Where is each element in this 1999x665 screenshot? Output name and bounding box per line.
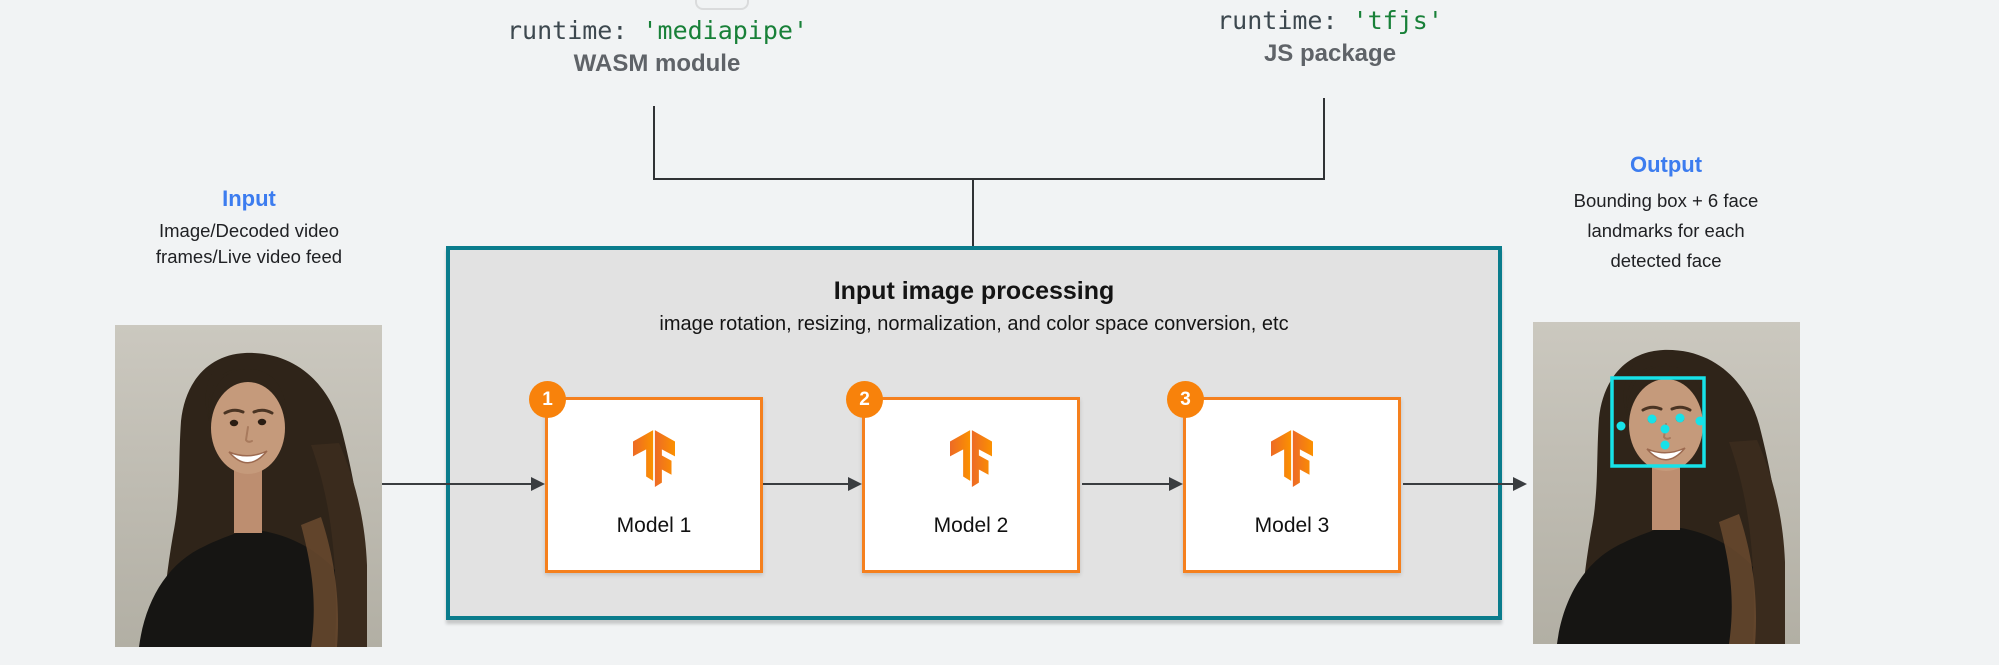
- connector-horizontal-line: [653, 178, 1325, 180]
- output-photo: [1533, 322, 1800, 644]
- arrowhead-model2-to-model3: [1169, 477, 1183, 491]
- model-3-label: Model 3: [1254, 514, 1330, 537]
- arrow-input-to-model1: [382, 483, 532, 485]
- code-value-mediapipe: 'mediapipe': [642, 16, 809, 45]
- connector-tfjs-vertical-line: [1323, 98, 1325, 179]
- landmark-nose: [1660, 424, 1670, 434]
- input-title: Input: [222, 186, 276, 211]
- tensorflow-logo-icon: [626, 430, 682, 488]
- code-key: runtime:: [1217, 6, 1353, 35]
- arrow-model3-to-output: [1403, 483, 1514, 485]
- output-description-line-3: detected face: [1610, 250, 1722, 271]
- output-annotation: Output Bounding box + 6 face landmarks f…: [1520, 150, 1812, 276]
- code-runtime-mediapipe: runtime: 'mediapipe': [507, 16, 809, 45]
- connector-wasm-vertical-line: [653, 106, 655, 179]
- landmark-right-ear: [1695, 416, 1705, 426]
- model-2-label: Model 2: [933, 514, 1009, 537]
- processing-subtitle: image rotation, resizing, normalization,…: [659, 313, 1289, 335]
- portrait-image: [115, 325, 382, 647]
- face-bounding-box-overlay: [1610, 376, 1706, 468]
- arrow-model2-to-model3: [1082, 483, 1170, 485]
- landmark-left-ear: [1616, 421, 1626, 431]
- output-title: Output: [1629, 152, 1703, 177]
- step-3-badge: 3: [1167, 381, 1204, 418]
- model-1-box: 1 Model 1: [529, 381, 763, 573]
- step-1-badge: 1: [529, 381, 566, 418]
- input-photo: [115, 325, 382, 647]
- output-description-line-1: Bounding box + 6 face: [1573, 190, 1759, 211]
- model-3-box: 3 Model 3: [1167, 381, 1401, 573]
- landmark-left-eye: [1647, 414, 1657, 424]
- js-package-label: JS package: [1263, 40, 1397, 67]
- arrowhead-input-to-model1: [531, 477, 545, 491]
- connector-drop-line: [972, 180, 974, 246]
- input-annotation: Input Image/Decoded video frames/Live vi…: [103, 186, 395, 270]
- code-key: runtime:: [507, 16, 643, 45]
- code-runtime-tfjs: runtime: 'tfjs': [1180, 6, 1480, 35]
- code-value-tfjs: 'tfjs': [1352, 6, 1443, 35]
- top-edge-artifact: [695, 0, 749, 10]
- input-description-line-2: frames/Live video feed: [155, 246, 343, 267]
- output-description-line-2: landmarks for each: [1587, 220, 1745, 241]
- arrowhead-model3-to-output: [1513, 477, 1527, 491]
- landmark-right-eye: [1675, 413, 1685, 423]
- model-1-label: Model 1: [616, 514, 692, 537]
- model-2-box: 2 Model 2: [846, 381, 1080, 573]
- input-description-line-1: Image/Decoded video: [159, 220, 339, 241]
- landmark-mouth: [1660, 440, 1670, 450]
- tensorflow-logo-icon: [943, 430, 999, 488]
- wasm-module-label: WASM module: [573, 50, 741, 77]
- arrow-model1-to-model2: [763, 483, 849, 485]
- portrait-image-with-detection: [1533, 322, 1800, 644]
- runtime-tfjs-annotation: runtime: 'tfjs' JS package: [1180, 6, 1480, 68]
- step-2-badge: 2: [846, 381, 883, 418]
- arrowhead-model1-to-model2: [848, 477, 862, 491]
- processing-title: Input image processing: [833, 277, 1115, 305]
- tensorflow-logo-icon: [1264, 430, 1320, 488]
- input-description: Image/Decoded video frames/Live video fe…: [103, 218, 395, 270]
- output-description: Bounding box + 6 face landmarks for each…: [1520, 186, 1812, 276]
- runtime-mediapipe-annotation: runtime: 'mediapipe' WASM module: [507, 16, 809, 78]
